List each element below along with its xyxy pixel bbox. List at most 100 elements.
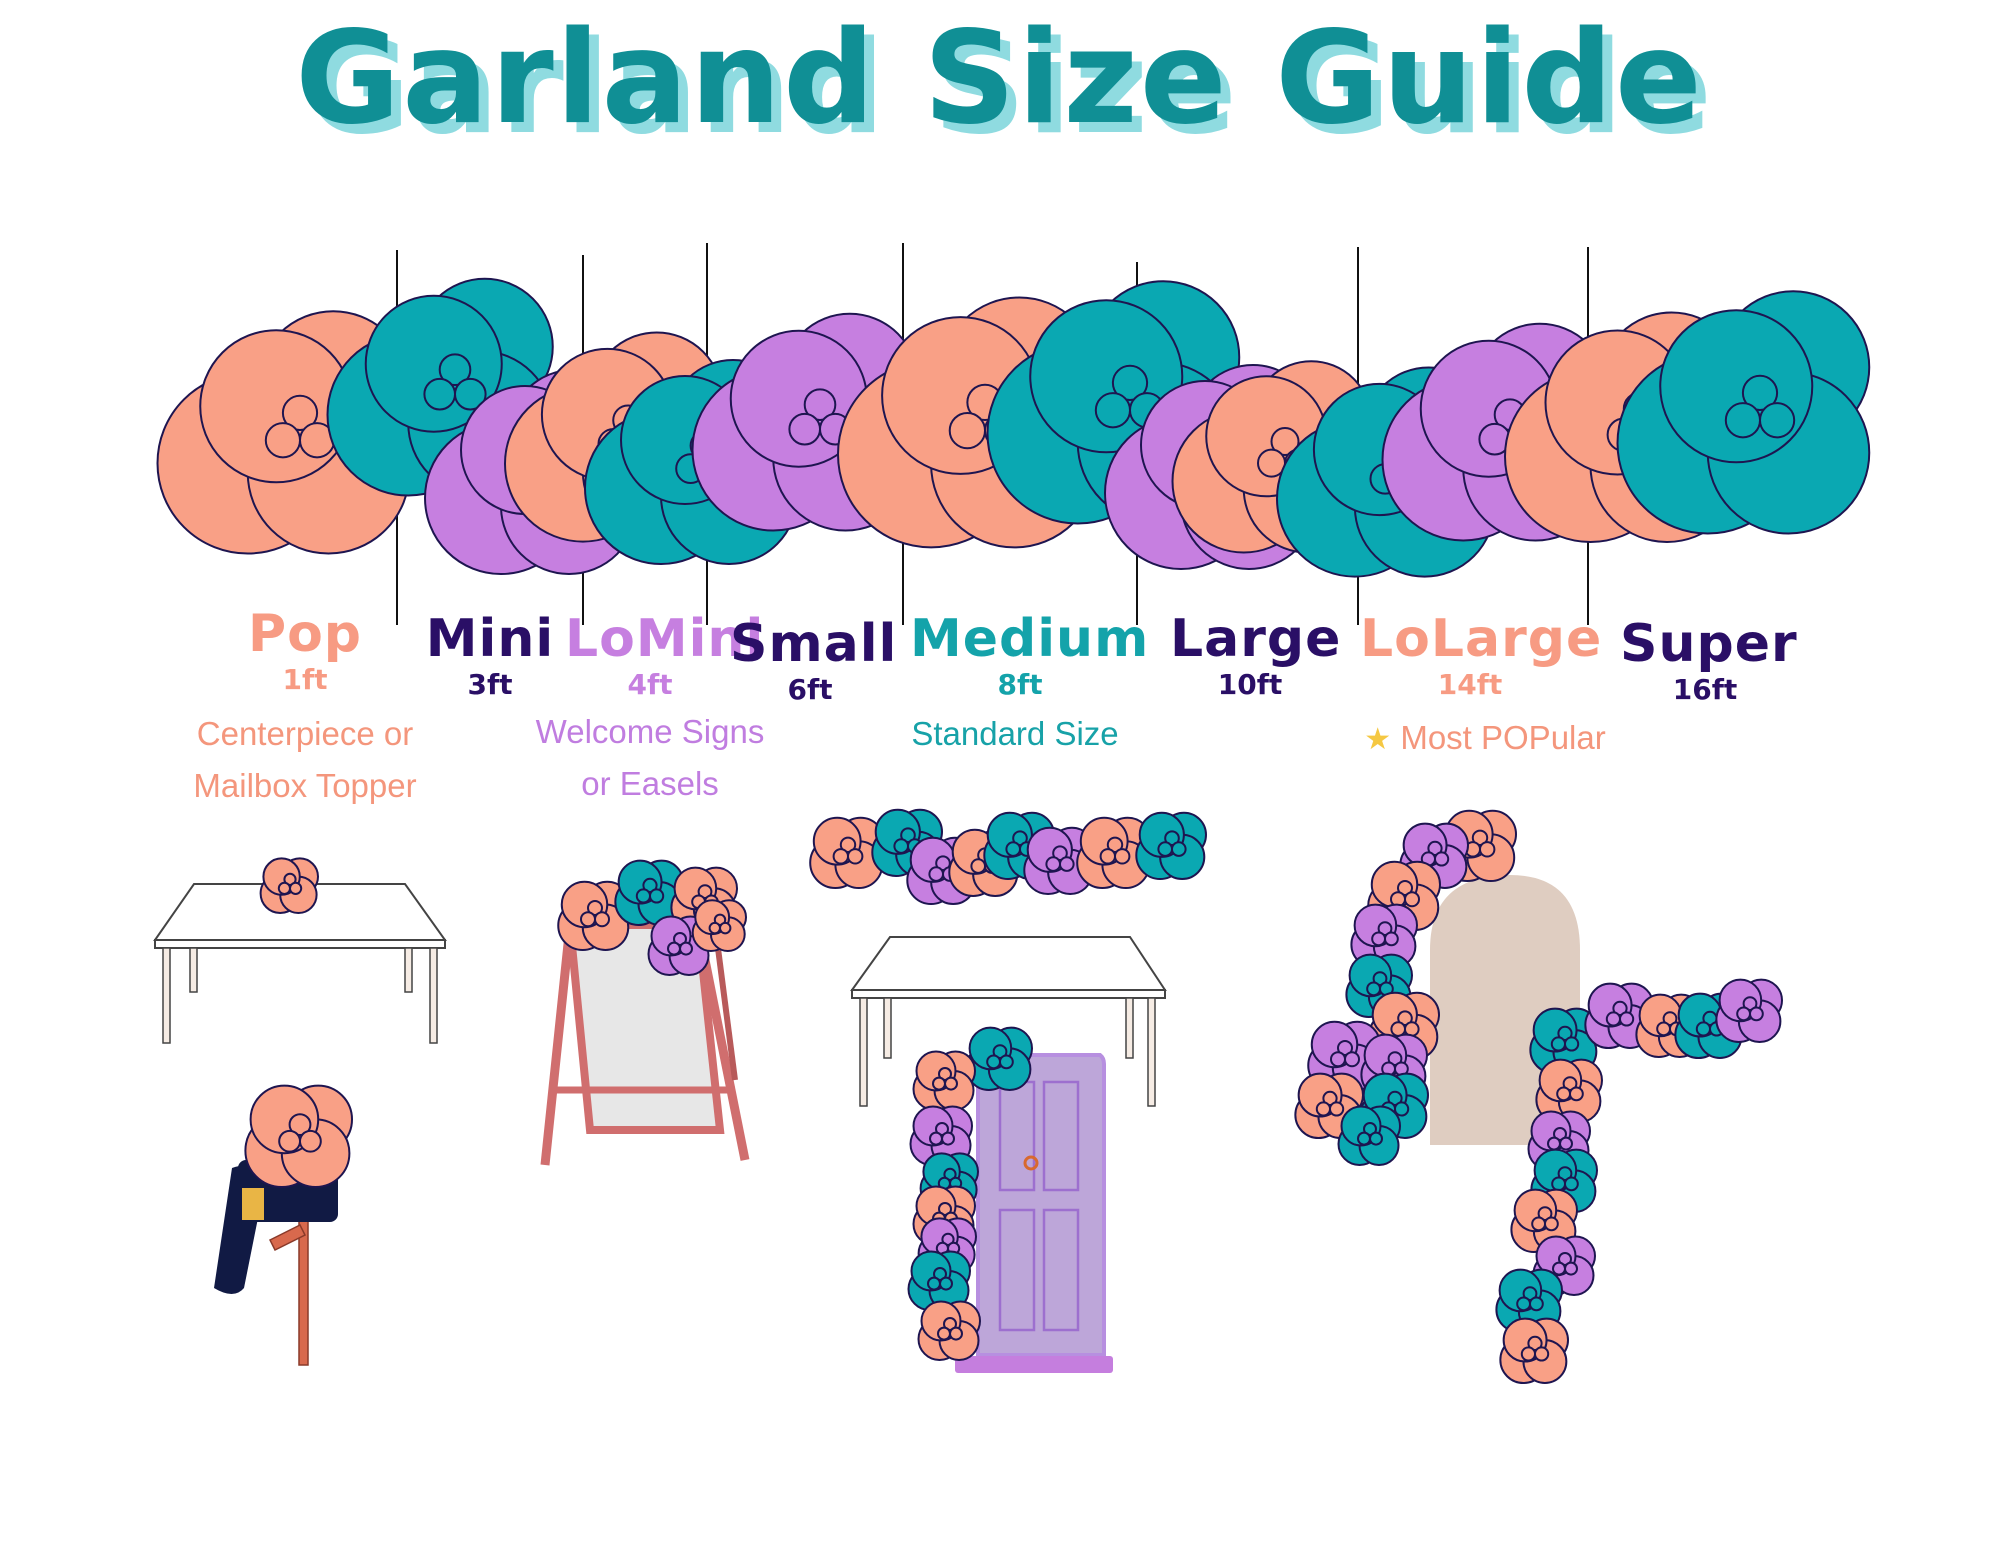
balloon: [1479, 841, 1496, 858]
balloon: [1344, 1051, 1360, 1068]
balloon: [1742, 996, 1758, 1011]
size-length: 10ft: [1217, 668, 1283, 701]
balloon: [1537, 1206, 1553, 1221]
balloon: [1059, 856, 1075, 872]
size-large: Large 10ft: [1170, 609, 1342, 702]
balloon: [642, 877, 658, 894]
balloon: [944, 1076, 958, 1091]
size-mini: Mini 3ft: [420, 610, 560, 702]
balloon: [1619, 1011, 1635, 1027]
balloon: [679, 941, 693, 956]
balloon: [1659, 309, 1814, 464]
balloon: [839, 836, 857, 853]
balloon: [1569, 1086, 1584, 1102]
balloon: [900, 827, 916, 844]
balloon: [423, 377, 457, 411]
balloon: [1544, 1216, 1559, 1232]
size-name: Small: [730, 614, 898, 674]
balloon: [1099, 848, 1117, 865]
size-name: LoMini: [565, 609, 765, 669]
balloon: [1322, 1090, 1338, 1107]
balloon: [1520, 1346, 1537, 1362]
pop-table-flower: [259, 857, 319, 915]
note-line: Welcome Signs: [535, 713, 765, 750]
size-lomini: LoMini 4ft: [565, 609, 765, 702]
balloon: [1695, 1021, 1712, 1037]
size-length: 1ft: [282, 663, 328, 696]
balloon: [832, 848, 849, 865]
size-length: 8ft: [997, 668, 1043, 701]
balloon: [935, 855, 951, 872]
note-medium: Standard Size: [895, 708, 1135, 760]
balloon: [1387, 1051, 1403, 1066]
balloon: [1749, 1006, 1764, 1022]
balloon: [1387, 1090, 1403, 1107]
balloon: [1157, 841, 1173, 857]
note-pop: Centerpiece or Mailbox Topper: [170, 708, 440, 812]
balloon: [438, 353, 472, 387]
balloon: [1557, 1166, 1573, 1181]
balloon: [1551, 1176, 1566, 1192]
arch-garland: [1294, 809, 1517, 1166]
balloon: [1372, 971, 1388, 986]
balloon: [1404, 891, 1420, 908]
door: [955, 1053, 1113, 1373]
balloon: [1371, 931, 1386, 947]
size-name: LoLarge: [1360, 609, 1603, 669]
table-medium: [850, 936, 1167, 1107]
balloon: [803, 388, 837, 422]
size-length: 14ft: [1437, 668, 1503, 701]
size-name: Medium: [910, 609, 1150, 669]
balloon: [1759, 402, 1796, 439]
size-name: Large: [1170, 609, 1342, 669]
balloon: [1736, 1006, 1751, 1022]
balloon: [970, 858, 987, 874]
balloon: [1741, 374, 1779, 411]
balloon: [932, 1076, 946, 1091]
note-line: Mailbox Topper: [193, 767, 417, 804]
balloon: [937, 1326, 951, 1341]
size-name: Mini: [425, 609, 555, 669]
balloon: [277, 881, 291, 895]
mailbox-flower: [244, 1084, 354, 1188]
balloon: [1534, 1346, 1550, 1362]
size-small: Small 6ft: [730, 614, 898, 707]
balloon: [1315, 1101, 1332, 1117]
balloon: [264, 422, 301, 459]
door-garland: [907, 1026, 1034, 1361]
balloon: [1357, 1131, 1371, 1146]
balloon: [1377, 921, 1393, 936]
balloon: [1564, 1036, 1580, 1052]
balloon: [1656, 1021, 1671, 1037]
balloon: [1171, 841, 1187, 857]
size-lolarge: LoLarge 14ft: [1360, 609, 1603, 702]
mailbox: [214, 1160, 338, 1366]
balloon: [649, 888, 665, 904]
balloon: [708, 921, 721, 935]
balloon: [927, 1276, 941, 1291]
balloon: [941, 1131, 955, 1146]
balloon: [1434, 851, 1450, 867]
size-super: Super 16ft: [1620, 615, 1797, 707]
balloon: [1384, 931, 1399, 947]
balloon: [1612, 1000, 1628, 1017]
balloon: [1045, 856, 1061, 872]
balloon: [697, 884, 713, 899]
balloon: [1547, 1136, 1561, 1151]
balloon: [999, 1054, 1014, 1070]
balloon: [1559, 1136, 1573, 1151]
balloon: [635, 888, 652, 904]
note-line: or Easels: [581, 765, 719, 802]
balloon: [1522, 1286, 1538, 1301]
balloon: [847, 848, 864, 865]
balloon: [1556, 1086, 1571, 1102]
balloon: [949, 1326, 963, 1341]
size-length: 6ft: [787, 673, 833, 706]
balloon: [299, 1129, 322, 1153]
easel-garland: [557, 859, 747, 976]
balloon: [1516, 1296, 1531, 1312]
star-icon: ★: [1364, 723, 1392, 756]
size-medium: Medium 8ft: [910, 609, 1150, 702]
balloon: [1329, 1101, 1345, 1117]
